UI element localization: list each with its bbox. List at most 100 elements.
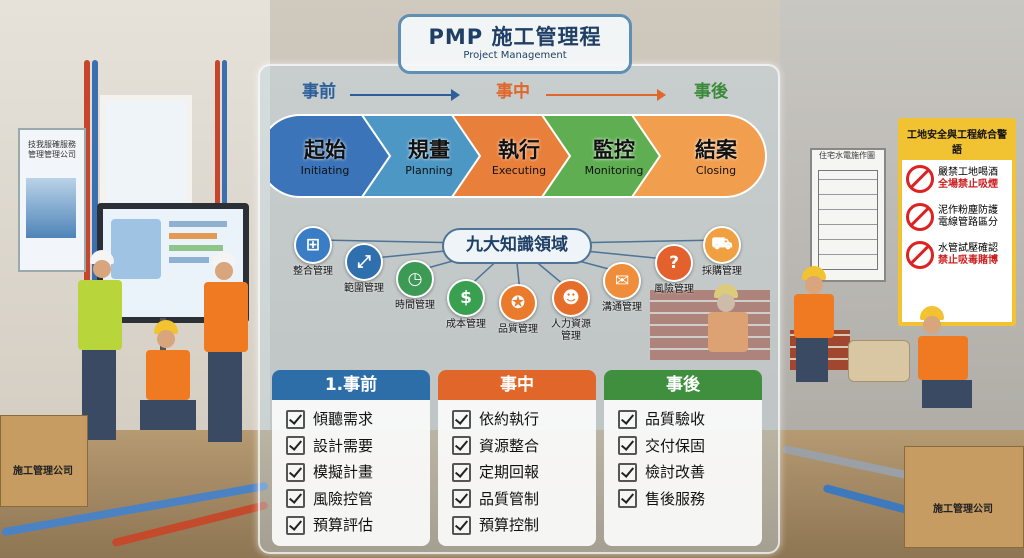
checkbox-icon [452, 462, 471, 482]
checklist-item-text: 傾聽需求 [313, 410, 374, 428]
checkbox-icon [286, 489, 305, 509]
chevron-initiating [270, 114, 400, 198]
checklist-item: 預算評估 [286, 512, 430, 539]
knowledge-area-integration: ⊞ 整合管理 [288, 226, 338, 278]
checklist-item-text: 模擬計畫 [313, 463, 374, 481]
process-step-executing: 執行 Executing [474, 113, 564, 197]
checklist-item-text: 資源整合 [479, 436, 540, 455]
step-english: Initiating [300, 163, 350, 177]
warning-line: 嚴禁工地喝酒 [938, 166, 998, 178]
knowledge-area-cost: $ 成本管理 [438, 279, 494, 331]
checkbox-icon [452, 409, 471, 429]
scope-icon: ⤢ [345, 243, 383, 281]
checklist-item-text: 交付保固 [645, 436, 706, 455]
pipe-red-vertical [84, 60, 90, 400]
step-name: 起始 [304, 137, 346, 162]
checklist-item-text: 依約執行 [479, 410, 540, 428]
checklist-item-text: 定期回報 [479, 463, 540, 481]
checklist-item-text: 風險控管 [313, 489, 374, 508]
kneeling-worker [132, 320, 202, 440]
left-cardboard-box [0, 415, 88, 507]
warning-line-red: 全場禁止吸煙 [938, 179, 998, 190]
knowledge-area-label: 人力資源 管理 [551, 319, 591, 342]
process-step-initiating: 起始 Initiating [282, 113, 368, 197]
step-english: Planning [405, 163, 453, 177]
blueprint-title: 住宅水電施作圖 [819, 151, 875, 160]
warning-line: 泥作粉塵防護 [938, 204, 998, 216]
checklist-item: 預算控制 [452, 512, 596, 539]
checkbox-icon [618, 409, 637, 429]
warning-title: 工地安全與工程統合警語 [902, 122, 1012, 160]
warning-row: 泥作粉塵防護電線管路區分 [902, 198, 1012, 236]
knowledge-area-label: 風險管理 [654, 284, 694, 295]
step-english: Monitoring [584, 163, 644, 177]
phase-arrow-before [350, 89, 460, 101]
cart-icon: ⛟ [703, 226, 741, 264]
checklist-item: 品質管制 [452, 486, 596, 513]
mason-worker [786, 266, 842, 386]
checklist-item: 傾聽需求 [286, 406, 430, 433]
checklist-item: 依約執行 [452, 406, 596, 433]
phase-label-during: 事中 [496, 82, 530, 102]
knowledge-area-scope: ⤢ 範圍管理 [336, 243, 392, 295]
step-english: Closing [695, 163, 737, 177]
no-drinking-icon [906, 165, 934, 193]
knowledge-area-communication: ✉ 溝通管理 [594, 262, 650, 314]
knowledge-area-label: 品質管理 [498, 324, 538, 335]
worker-with-tablet [72, 250, 132, 450]
pipe-red-vertical-2 [215, 60, 220, 210]
safety-warning-sign: 工地安全與工程統合警語 嚴禁工地喝酒全場禁止吸煙 泥作粉塵防護電線管路區分 水管… [898, 118, 1016, 326]
card-header: 事中 [438, 370, 596, 400]
checkbox-icon [286, 515, 305, 535]
warning-line-red: 禁止吸毒賭博 [938, 255, 998, 266]
checklist-item-text: 品質管制 [479, 489, 540, 508]
checklist-item: 定期回報 [452, 459, 596, 486]
checkbox-icon [452, 436, 471, 456]
step-english: Executing [491, 163, 547, 177]
right-cardboard-box [904, 446, 1024, 548]
chevron-closing [630, 114, 767, 198]
knowledge-area-risk: ? 風險管理 [646, 244, 702, 296]
knowledge-area-time: ◷ 時間管理 [388, 260, 442, 312]
tiler-worker [912, 306, 982, 416]
knowledge-area-label: 範圍管理 [344, 283, 384, 294]
checklist-card-during: 事中 依約執行 資源整合 定期回報 品質管制 預算控制 [438, 370, 596, 546]
left-poster-text: 技我服確服務管理管理公司 [28, 140, 76, 160]
checkbox-icon [286, 462, 305, 482]
step-name: 監控 [593, 137, 635, 162]
cement-bags [848, 340, 910, 382]
right-box-label: 施工管理公司 [933, 504, 993, 515]
left-wall-poster [18, 128, 86, 272]
checkbox-icon [618, 462, 637, 482]
checklist-item: 售後服務 [618, 486, 762, 513]
checklist-item-text: 檢討改善 [645, 463, 706, 481]
knowledge-area-label: 時間管理 [395, 300, 435, 311]
phase-label-before: 事前 [302, 82, 336, 102]
no-gambling-icon [906, 241, 934, 269]
title-banner: PMP 施工管理程 Project Management [398, 14, 632, 74]
phase-label-after: 事後 [694, 82, 728, 102]
checkbox-icon [452, 489, 471, 509]
warning-line: 水管試壓確認 [938, 242, 998, 254]
window [100, 95, 192, 217]
checklist-item: 品質驗收 [618, 406, 762, 433]
risk-shield-icon: ? [655, 244, 693, 282]
card-header: 1.事前 [272, 370, 430, 400]
clock-icon: ◷ [396, 260, 434, 298]
pipe-blue-vertical-2 [222, 60, 227, 210]
knowledge-area-quality: ✪ 品質管理 [490, 284, 546, 336]
knowledge-area-label: 成本管理 [446, 319, 486, 330]
checkbox-icon [452, 515, 471, 535]
warning-row: 水管試壓確認禁止吸毒賭博 [902, 236, 1012, 274]
phase-arrow-during [546, 89, 666, 101]
process-step-monitoring: 監控 Monitoring [566, 113, 662, 197]
checklist-card-after: 事後 品質驗收 交付保固 檢討改善 售後服務 [604, 370, 762, 546]
chat-icon: ✉ [603, 262, 641, 300]
checkbox-icon [286, 409, 305, 429]
warning-row: 嚴禁工地喝酒全場禁止吸煙 [902, 160, 1012, 198]
checklist-item-text: 預算控制 [479, 516, 540, 534]
dollar-icon: $ [447, 279, 485, 317]
process-step-closing: 結案 Closing [666, 113, 766, 197]
people-icon: ☻ [552, 279, 590, 317]
standing-worker-tablet [200, 252, 260, 452]
